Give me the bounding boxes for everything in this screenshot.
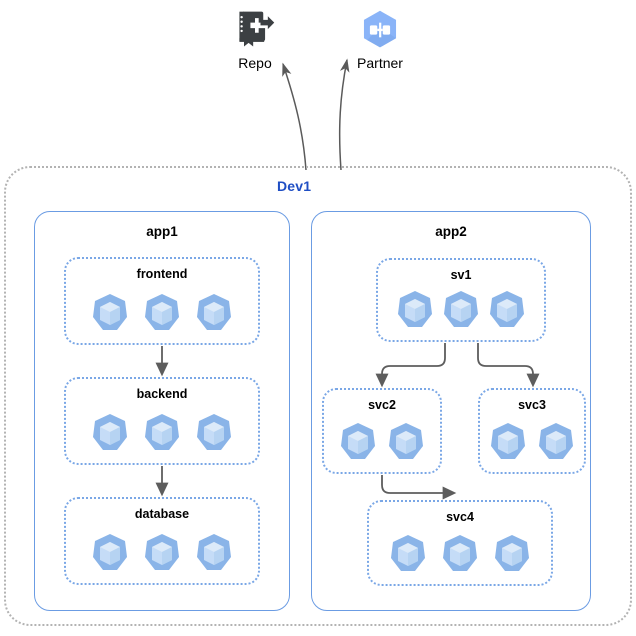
pod-group-svc4 xyxy=(369,534,551,574)
kubernetes-pod-icon xyxy=(495,535,529,571)
pod-group-svc3 xyxy=(480,422,584,462)
service-box-svc3[interactable]: svc3 xyxy=(478,388,586,474)
kubernetes-pod-icon xyxy=(145,534,179,570)
kubernetes-pod-icon xyxy=(539,423,573,459)
edge-cluster-to-partner xyxy=(338,58,350,171)
service-box-frontend-label: frontend xyxy=(136,267,188,281)
external-node-partner-label: Partner xyxy=(357,55,403,71)
cluster-dev1[interactable] xyxy=(4,166,632,626)
external-node-repo-label: Repo xyxy=(238,55,272,71)
kubernetes-pod-icon xyxy=(444,291,478,327)
kubernetes-pod-icon xyxy=(197,534,231,570)
service-box-svc2[interactable]: svc2 xyxy=(322,388,442,474)
cluster-dev1-label: Dev1 xyxy=(277,178,312,194)
kubernetes-pod-icon xyxy=(443,535,477,571)
kubernetes-pod-icon xyxy=(145,414,179,450)
pod-group-svc2 xyxy=(324,422,440,462)
app-box-app2[interactable]: app2 xyxy=(311,211,591,611)
app-box-app2-label: app2 xyxy=(435,224,467,239)
service-box-sv1[interactable]: sv1 xyxy=(376,258,546,342)
service-box-backend-label: backend xyxy=(136,387,188,401)
service-box-database-label: database xyxy=(134,507,190,521)
kubernetes-pod-icon xyxy=(93,294,127,330)
kubernetes-pod-icon xyxy=(145,294,179,330)
service-box-database[interactable]: database xyxy=(64,497,260,585)
kubernetes-pod-icon xyxy=(391,535,425,571)
kubernetes-pod-icon xyxy=(197,294,231,330)
service-box-sv1-label: sv1 xyxy=(450,268,472,282)
service-box-svc4-label: svc4 xyxy=(446,510,474,524)
external-node-repo[interactable]: Repo xyxy=(225,8,285,70)
service-box-svc3-label: svc3 xyxy=(518,398,546,412)
kubernetes-pod-icon xyxy=(197,414,231,450)
kubernetes-pod-icon xyxy=(491,423,525,459)
pod-group-sv1 xyxy=(378,290,544,330)
service-box-svc4[interactable]: svc4 xyxy=(367,500,553,586)
kubernetes-pod-icon xyxy=(341,423,375,459)
kubernetes-pod-icon xyxy=(93,414,127,450)
kubernetes-pod-icon xyxy=(398,291,432,327)
kubernetes-pod-icon xyxy=(389,423,423,459)
pod-group-database xyxy=(66,533,258,573)
source-repository-icon xyxy=(239,11,275,47)
service-box-frontend[interactable]: frontend xyxy=(64,257,260,345)
service-box-backend[interactable]: backend xyxy=(64,377,260,465)
partner-hexagon-icon xyxy=(363,10,397,48)
external-node-partner[interactable]: Partner xyxy=(350,8,410,70)
kubernetes-pod-icon xyxy=(93,534,127,570)
pod-group-frontend xyxy=(66,293,258,333)
app-box-app1-label: app1 xyxy=(146,224,178,239)
app-box-app1[interactable]: app1 xyxy=(34,211,290,611)
pod-group-backend xyxy=(66,413,258,453)
kubernetes-pod-icon xyxy=(490,291,524,327)
service-box-svc2-label: svc2 xyxy=(368,398,396,412)
edge-cluster-to-repo xyxy=(282,62,307,171)
